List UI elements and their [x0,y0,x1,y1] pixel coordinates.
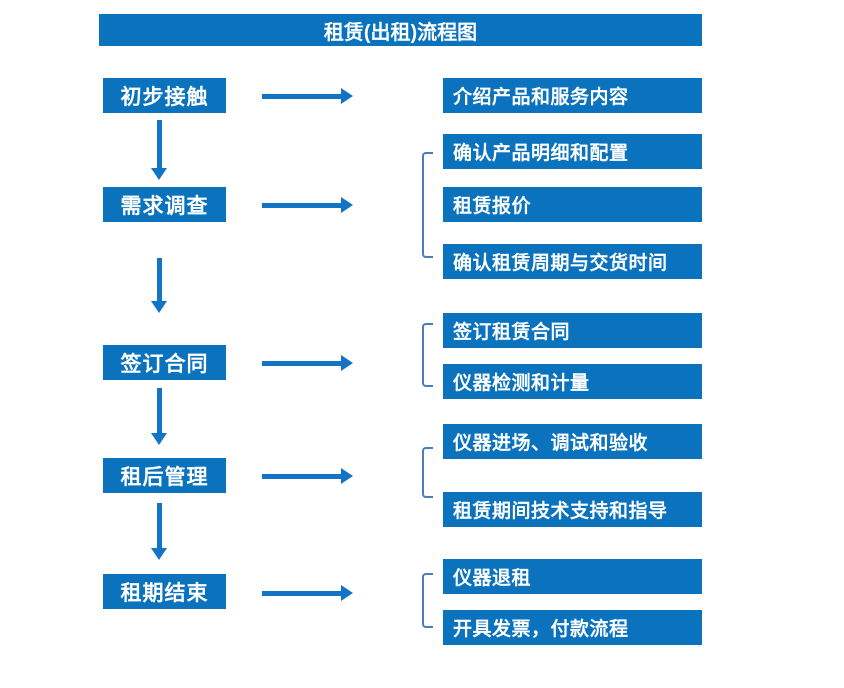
output-box-instrument-setup: 仪器进场、调试和验收 [443,424,702,459]
bracket-group-rental-end [422,573,433,628]
arrow-shaft [156,120,162,168]
arrow-head [151,548,167,560]
output-box-sign-rental-contract: 签订租赁合同 [443,313,702,348]
bracket-group-sign-contract [422,323,433,387]
arrow-shaft [262,93,341,99]
arrow-shaft [262,202,341,208]
arrow-shaft [262,360,341,366]
arrow-shaft [156,388,162,433]
stage-box-post-rental: 租后管理 [103,458,226,493]
arrow-head [151,301,167,313]
page-title: 租赁(出租)流程图 [323,21,478,44]
bracket-group-demand-survey [422,152,433,258]
bracket-group-post-rental [422,447,433,498]
output-box-rental-quote: 租赁报价 [443,187,702,222]
output-box-instrument-return: 仪器退租 [443,559,702,594]
arrow-right-icon-4 [262,468,353,484]
stage-box-sign-contract: 签订合同 [103,345,226,380]
output-box-tech-support: 租赁期间技术支持和指导 [443,492,702,527]
output-box-confirm-period: 确认租赁周期与交货时间 [443,244,702,279]
arrow-down-icon-3 [151,388,167,445]
arrow-down-icon-4 [151,503,167,560]
arrow-right-icon-2 [262,197,353,213]
output-box-invoice-payment: 开具发票，付款流程 [443,610,702,645]
title-bar: 租赁(出租)流程图 [99,14,702,46]
arrow-head [341,355,353,371]
arrow-shaft [262,590,341,596]
stage-box-rental-end: 租期结束 [103,574,226,609]
arrow-head [151,168,167,180]
arrow-shaft [262,473,341,479]
arrow-shaft [156,258,162,301]
stage-box-demand-survey: 需求调查 [103,187,226,222]
arrow-head [151,433,167,445]
arrow-head [341,585,353,601]
arrow-right-icon-5 [262,585,353,601]
output-box-confirm-details: 确认产品明细和配置 [443,134,702,169]
arrow-head [341,197,353,213]
arrow-head [341,88,353,104]
arrow-down-icon-2 [151,258,167,313]
stage-box-initial-contact: 初步接触 [103,78,226,113]
arrow-head [341,468,353,484]
arrow-shaft [156,503,162,548]
output-box-intro-products: 介绍产品和服务内容 [443,78,702,113]
arrow-right-icon-3 [262,355,353,371]
arrow-down-icon-1 [151,120,167,180]
arrow-right-icon-1 [262,88,353,104]
output-box-instrument-testing: 仪器检测和计量 [443,364,702,399]
